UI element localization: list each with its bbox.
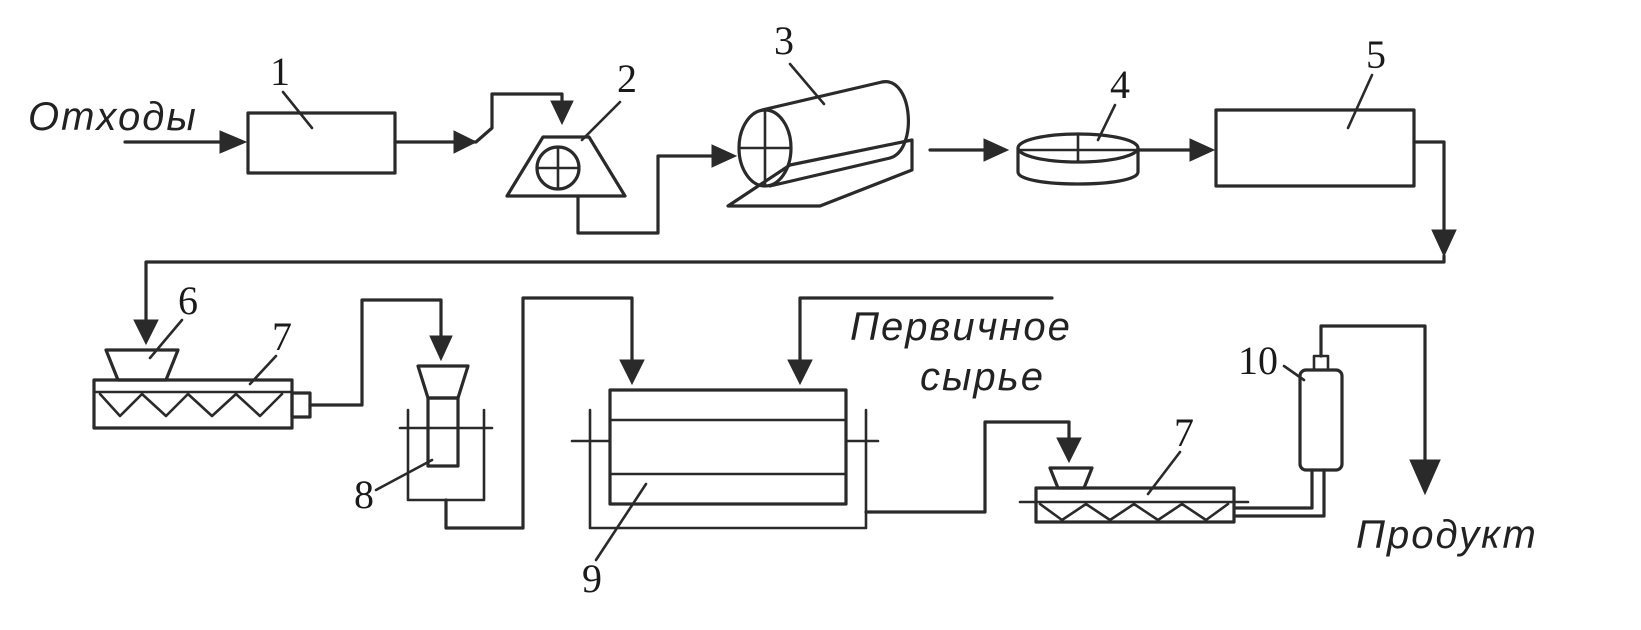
primary-raw-label-line-1: Первичное <box>850 305 1072 349</box>
flow-unit-10-to-product <box>1319 324 1441 496</box>
unit-7-right-leader <box>1146 450 1182 496</box>
flow-unit-3-to-unit-4 <box>928 138 1010 162</box>
flow-input-to-unit-1 <box>123 130 248 154</box>
unit-3-leader <box>788 62 826 106</box>
unit-2-crusher <box>505 135 627 198</box>
unit-8-mixer <box>398 364 494 502</box>
flow-unit-7-to-unit-10 <box>1232 468 1326 518</box>
unit-9-leader <box>594 482 648 562</box>
unit-6-hopper <box>104 348 180 382</box>
unit-2-leader <box>580 100 622 142</box>
unit-9-reactor <box>570 388 880 530</box>
unit-7-right-number: 7 <box>1174 410 1194 455</box>
unit-5-box <box>1214 108 1416 188</box>
flow-unit-2-to-unit-3 <box>576 144 738 235</box>
unit-2-number: 2 <box>617 56 637 101</box>
unit-8-leader <box>374 458 434 492</box>
unit-4-leader <box>1096 103 1117 142</box>
unit-5-number: 5 <box>1366 32 1386 77</box>
unit-1-number: 1 <box>270 49 290 94</box>
flow-primary-raw-to-unit-9 <box>787 296 1054 386</box>
flow-unit-8-to-unit-9 <box>444 296 645 530</box>
unit-1-box <box>246 111 397 175</box>
unit-7-left-leader <box>248 354 278 386</box>
waste-input-label: Отходы <box>28 95 198 139</box>
unit-10-column <box>1298 354 1344 472</box>
unit-3-number: 3 <box>774 18 794 63</box>
unit-7-left-number: 7 <box>272 314 292 359</box>
unit-7-screw-conveyor-right <box>1018 466 1250 524</box>
primary-raw-label-line-2: сырье <box>920 355 1045 399</box>
unit-4-disc <box>1016 132 1140 186</box>
unit-7-screw-conveyor-left <box>92 378 312 430</box>
product-output-label: Продукт <box>1356 513 1538 557</box>
unit-1-leader <box>281 90 314 130</box>
unit-4-number: 4 <box>1110 62 1130 107</box>
flow-unit-5-to-unit-6 <box>133 140 1457 346</box>
unit-6-number: 6 <box>178 278 198 323</box>
unit-10-leader <box>1282 364 1306 382</box>
flow-unit-1-to-unit-2 <box>393 92 574 154</box>
unit-8-number: 8 <box>354 472 374 517</box>
unit-3-drum <box>726 80 914 208</box>
flow-unit-4-to-unit-5 <box>1136 138 1216 162</box>
flow-unit-9-to-unit-7-right <box>864 420 1082 514</box>
unit-5-leader <box>1346 73 1374 130</box>
unit-10-number: 10 <box>1238 338 1278 383</box>
flow-unit-7-to-unit-8 <box>308 298 453 407</box>
unit-6-leader <box>148 318 184 360</box>
unit-9-number: 9 <box>582 556 602 601</box>
